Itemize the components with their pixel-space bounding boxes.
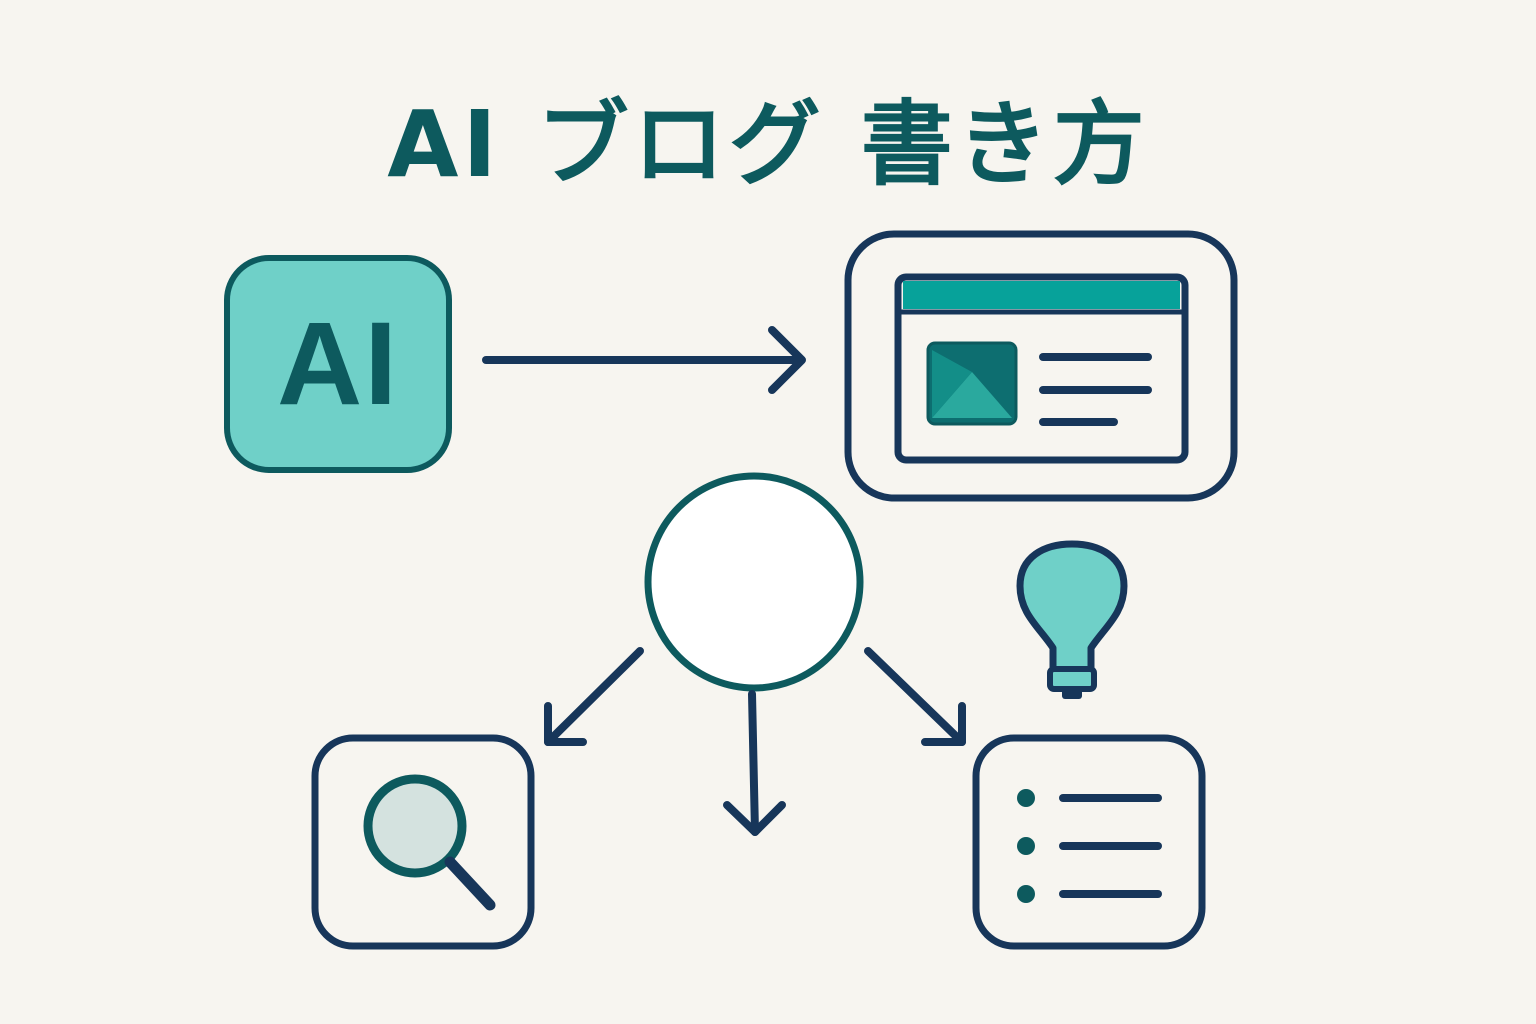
lightbulb-icon xyxy=(1016,540,1128,699)
down-right-arrow-icon xyxy=(864,647,966,746)
search-icon xyxy=(363,774,496,911)
down-left-arrow-icon xyxy=(544,647,644,746)
webpage-icon xyxy=(844,230,1238,502)
down-arrow-icon xyxy=(723,690,786,836)
hub-circle xyxy=(644,472,864,692)
ai-label: AI xyxy=(277,298,399,430)
ai-icon xyxy=(224,255,452,473)
right-arrow-icon xyxy=(482,326,806,394)
list-icon xyxy=(1017,789,1162,903)
text-lines-icon xyxy=(1039,353,1152,426)
image-thumbnail-icon xyxy=(926,341,1018,426)
page-title: AI ブログ 書き方 xyxy=(387,91,1149,198)
list-card xyxy=(972,734,1206,950)
search-card xyxy=(311,734,535,950)
